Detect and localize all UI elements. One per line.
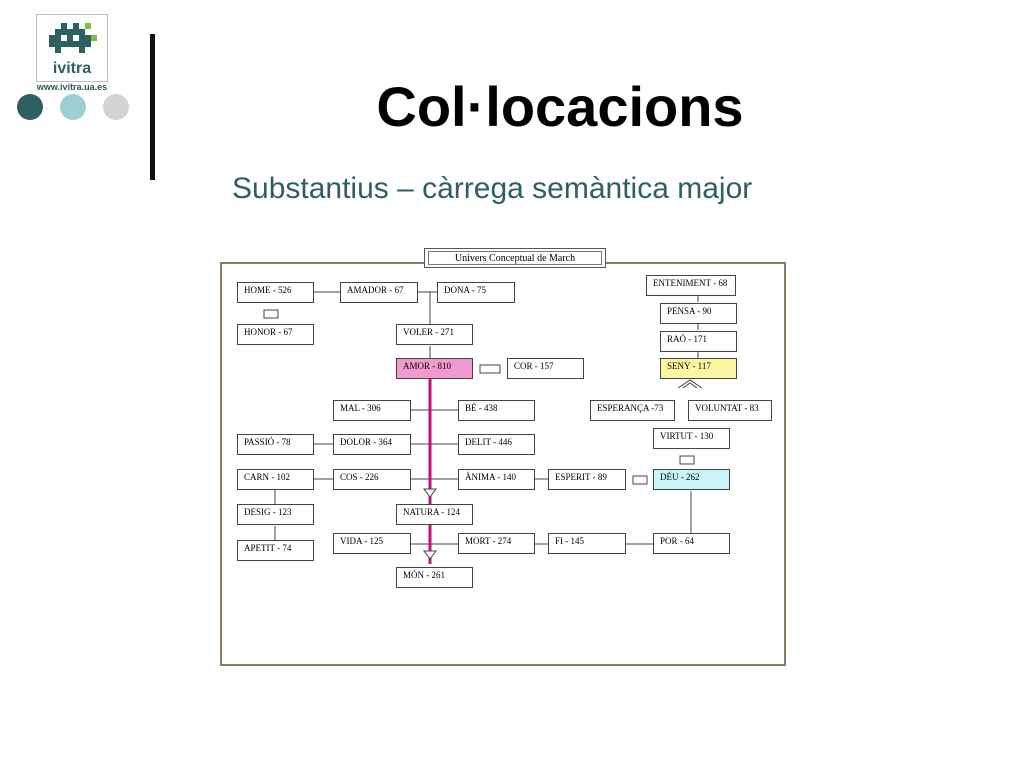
decorative-dot-dark — [17, 94, 43, 120]
node-mon: MÓN - 261 — [396, 567, 473, 588]
slide-subtitle: Substantius – càrrega semàntica major — [232, 172, 753, 205]
slide-title: Col·locacions — [376, 75, 744, 138]
node-enteniment: ENTENIMENT - 68 — [646, 275, 736, 296]
node-deu: DÉU - 262 — [653, 469, 730, 490]
node-anima: ÀNIMA - 140 — [458, 469, 535, 490]
logo-url: www.ivitra.ua.es — [36, 82, 108, 92]
node-voluntat: VOLUNTAT - 83 — [688, 400, 772, 421]
node-carn: CARN - 102 — [237, 469, 314, 490]
node-mort: MORT - 274 — [458, 533, 535, 554]
node-esperanca: ESPERANÇA -73 — [590, 400, 675, 421]
node-virtut: VIRTUT - 130 — [653, 428, 730, 449]
node-be: BÉ - 438 — [458, 400, 535, 421]
diagram-title: Univers Conceptual de March — [428, 251, 602, 265]
node-amor: AMOR - 810 — [396, 358, 473, 379]
node-apetit: APETIT - 74 — [237, 540, 314, 561]
ivitra-logo-mark: ivitra — [49, 23, 97, 77]
node-natura: NATURA - 124 — [396, 504, 473, 525]
decorative-dot-light — [60, 94, 86, 120]
node-cos: COS - 226 — [333, 469, 411, 490]
node-cor: COR - 157 — [507, 358, 584, 379]
node-amador: AMADOR - 67 — [340, 282, 418, 303]
node-home: HOME - 526 — [237, 282, 314, 303]
node-dona: DONA - 75 — [437, 282, 515, 303]
node-pensa: PENSA - 90 — [660, 303, 737, 324]
diagram-frame — [220, 262, 786, 666]
node-vida: VIDA - 125 — [333, 533, 411, 554]
diagram-title-box: Univers Conceptual de March — [424, 248, 606, 268]
ivitra-logo: ivitra — [36, 14, 108, 82]
node-mal: MAL - 306 — [333, 400, 411, 421]
node-seny: SENY - 117 — [660, 358, 737, 379]
node-desig: DESIG - 123 — [237, 504, 314, 525]
svg-text:ivitra: ivitra — [53, 60, 91, 77]
node-esperit: ESPERIT - 89 — [548, 469, 626, 490]
node-fi: FI - 145 — [548, 533, 626, 554]
node-passio: PASSIÓ - 78 — [237, 434, 314, 455]
node-rao: RAÓ - 171 — [660, 331, 737, 352]
decorative-dot-grey — [103, 94, 129, 120]
node-delit: DELIT - 446 — [458, 434, 535, 455]
node-dolor: DOLOR - 364 — [333, 434, 411, 455]
node-por: POR - 64 — [653, 533, 730, 554]
node-voler: VOLER - 271 — [396, 324, 473, 345]
node-honor: HONOR - 67 — [237, 324, 314, 345]
vertical-divider — [150, 34, 155, 180]
